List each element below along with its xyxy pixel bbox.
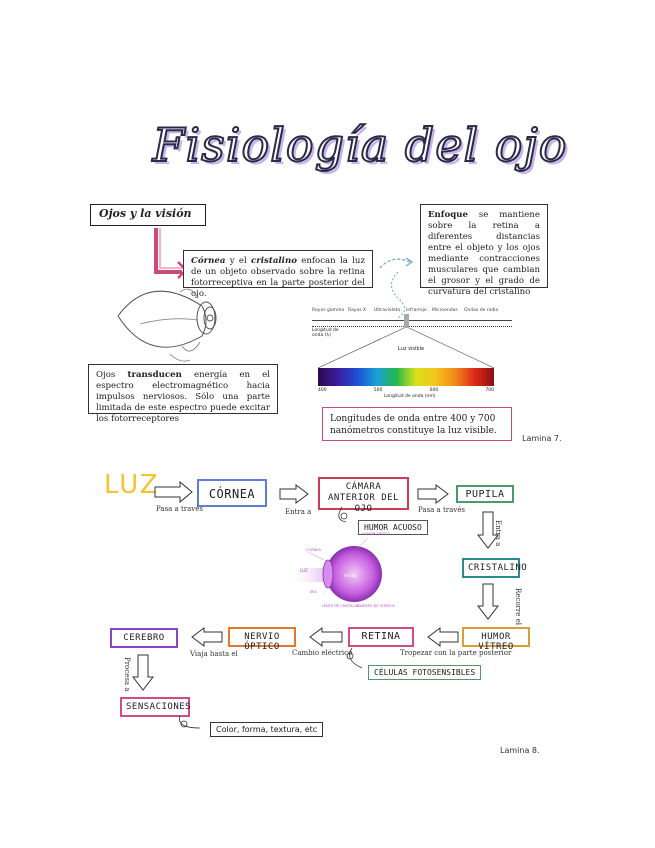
cornea-mid: y el	[225, 256, 252, 266]
tick-600: 600	[429, 388, 439, 393]
eye-label-luz: LUZ	[300, 568, 308, 573]
longitudes-note: Longitudes de onda entre 400 y 700 nanóm…	[322, 407, 512, 441]
node-cristalino: CRISTALINO	[462, 558, 527, 578]
ojos-note: Ojos transducen energía en el espectro e…	[88, 364, 278, 424]
band-gamma: Rayos gamma	[312, 308, 345, 313]
eye-diagram	[288, 537, 382, 602]
band-radio: Ondas de radio	[464, 308, 499, 313]
ojos-p1: Ojos	[96, 370, 128, 380]
eye-sketch	[117, 288, 217, 362]
node-pupila: PUPILA	[456, 485, 514, 503]
visible-spectrum-bar	[318, 368, 494, 386]
eye-label-humor: HUMOR OPTICO	[362, 532, 390, 536]
node-retina: RETINA	[348, 627, 414, 647]
label-viaja: Viaja hasta el	[190, 650, 238, 658]
label-pasa2: Pasa a través	[418, 506, 465, 514]
label-entra1: Entra a	[285, 508, 312, 516]
tick-500: 500	[373, 388, 383, 393]
label-procesa: Procesa a	[123, 657, 131, 692]
node-humor-vitreo: HUMOR VÍTREO	[462, 627, 530, 652]
band-micro: Microondas	[432, 308, 458, 313]
band-uv: Ultravioleta	[374, 308, 401, 313]
band-ir: Infrarrojo	[406, 308, 427, 313]
lamina-7: Lamina 7.	[522, 434, 562, 443]
transducen-word: transducen	[127, 370, 182, 380]
node-cornea: CÓRNEA	[197, 479, 267, 507]
cornea-note: Córnea y el cristalino enfocan la luz de…	[183, 250, 373, 299]
cornea-word: Córnea	[191, 256, 226, 266]
label-cambio: Cambio eléctrico	[292, 649, 353, 657]
node-humor-acuoso: HUMOR ACUOSO	[358, 520, 428, 535]
node-color: Color, forma, textura, etc	[210, 722, 324, 737]
nm-label: Longitud de onda (nm)	[384, 394, 436, 399]
eye-label-cuerpo: CUERPO DE VITREOS	[358, 604, 395, 608]
label-entra2: Entra a	[494, 520, 502, 547]
spectrum-figure: Rayos gamma Rayos X Ultravioleta Infrarr…	[312, 306, 522, 402]
node-sensaciones: SENSACIONES	[120, 697, 191, 717]
eye-label-iris: IRIS	[310, 590, 317, 594]
section-label: Ojos y la visión	[99, 207, 192, 220]
enfoque-rest: se mantiene sobre la retina a diferentes…	[428, 210, 540, 297]
node-celulas: CÉLULAS FOTOSENSIBLES	[368, 665, 482, 680]
eye-label-lente: LENTE DE CRISTALINO	[322, 604, 362, 608]
spectrum-axis-label: Longitud de onda (λ)	[312, 328, 339, 338]
tick-400: 400	[318, 388, 327, 393]
page-title: Fisiología del ojo	[152, 117, 568, 173]
spectrum-zoom-lines	[317, 327, 495, 369]
band-x: Rayos X	[348, 308, 367, 313]
node-camara: CÁMARA ANTERIOR DEL OJO	[318, 477, 409, 514]
cornea-rest: enfocan la luz de un objeto observado so…	[191, 256, 365, 299]
node-nervio: NERVIO ÓPTICO	[228, 627, 296, 652]
eye-label-retina: RETINA	[344, 574, 357, 578]
label-recorre: Recorre el	[514, 588, 522, 625]
enfoque-note: Enfoque se mantiene sobre la retina a di…	[420, 204, 548, 297]
section-tag: Ojos y la visión	[90, 204, 206, 226]
cristalino-word: cristalino	[251, 256, 297, 266]
luz-label: LUZ	[104, 470, 160, 500]
ojos-rest: energía en el espectro electromagnético …	[96, 370, 270, 424]
node-cerebro: CEREBRO	[110, 628, 178, 648]
lamina-8: Lamina 8.	[500, 746, 540, 755]
tick-700: 700	[485, 388, 494, 393]
label-pasa1: Pasa a través	[156, 505, 203, 513]
label-tropezar: Tropezar con la parte posterior	[400, 649, 512, 657]
visible-label: Luz visible	[398, 346, 425, 352]
enfoque-word: Enfoque	[428, 210, 468, 220]
eye-label-cornea: CORNEA	[306, 548, 321, 552]
